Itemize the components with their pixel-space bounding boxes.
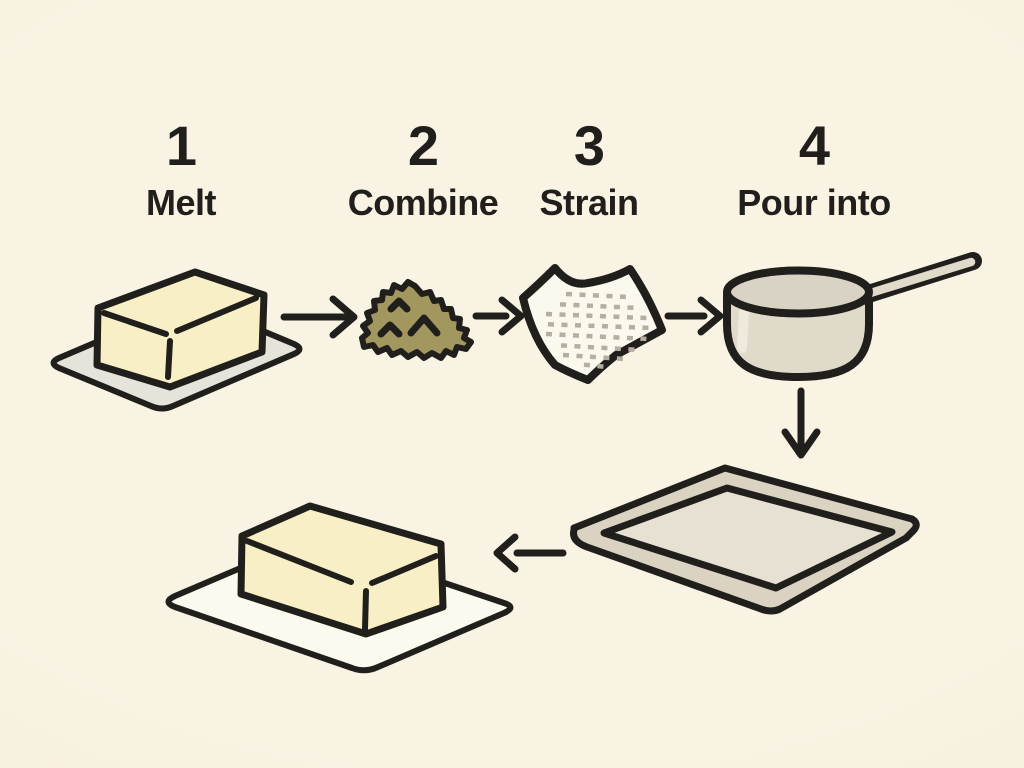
cheesecloth-weave-texture <box>540 291 654 370</box>
arrow-right-icon <box>664 296 724 336</box>
arrow-down-icon <box>781 387 821 459</box>
butter-block-edge-left <box>244 538 354 585</box>
butter-block-edge-right <box>369 553 439 586</box>
step-label-combine: Combine <box>347 182 499 223</box>
saucepan-handle-fill <box>859 257 976 300</box>
herb-fleck-right <box>407 314 441 337</box>
step-header-4: 4 Pour into <box>737 114 891 223</box>
butter-block-on-parchment-icon <box>165 502 514 674</box>
step-number-1: 1 <box>165 114 197 177</box>
arrow-left-icon <box>493 533 567 573</box>
baking-tray-inner-surface <box>600 484 896 592</box>
butter-block-edge-vertical <box>362 588 369 632</box>
cheesecloth-icon <box>519 264 666 384</box>
step-header-1: 1 Melt <box>146 114 217 223</box>
step-header-3: 3 Strain <box>539 114 639 223</box>
herb-fleck-left <box>377 321 403 338</box>
herb-fleck-top <box>387 297 411 313</box>
butter-stick-on-dish-icon <box>50 268 303 412</box>
butter-stick-edge-vertical <box>165 338 173 380</box>
step-label-pour-into: Pour into <box>737 182 891 223</box>
butter-block-body <box>237 502 447 638</box>
herb-pile-mound <box>359 279 474 361</box>
saucepan-rim <box>723 266 873 318</box>
saucepan-body <box>723 290 873 381</box>
step-label-melt: Melt <box>146 182 217 223</box>
step-header-2: 2 Combine <box>348 118 499 223</box>
saucepan-highlight <box>737 307 749 353</box>
illustration-root <box>50 252 982 674</box>
baking-tray-icon <box>570 464 920 615</box>
butter-stick-edge-left <box>101 310 169 337</box>
butter-stick-edge-right <box>174 295 259 334</box>
step-number-3: 3 <box>573 114 605 177</box>
saucepan-icon <box>723 252 982 381</box>
step-number-4: 4 <box>798 114 830 177</box>
step-number-2: 2 <box>407 114 439 177</box>
step-label-strain: Strain <box>539 182 639 223</box>
arrow-right-icon <box>472 296 525 336</box>
herb-pile-icon <box>359 279 474 361</box>
arrow-right-icon <box>280 295 358 339</box>
